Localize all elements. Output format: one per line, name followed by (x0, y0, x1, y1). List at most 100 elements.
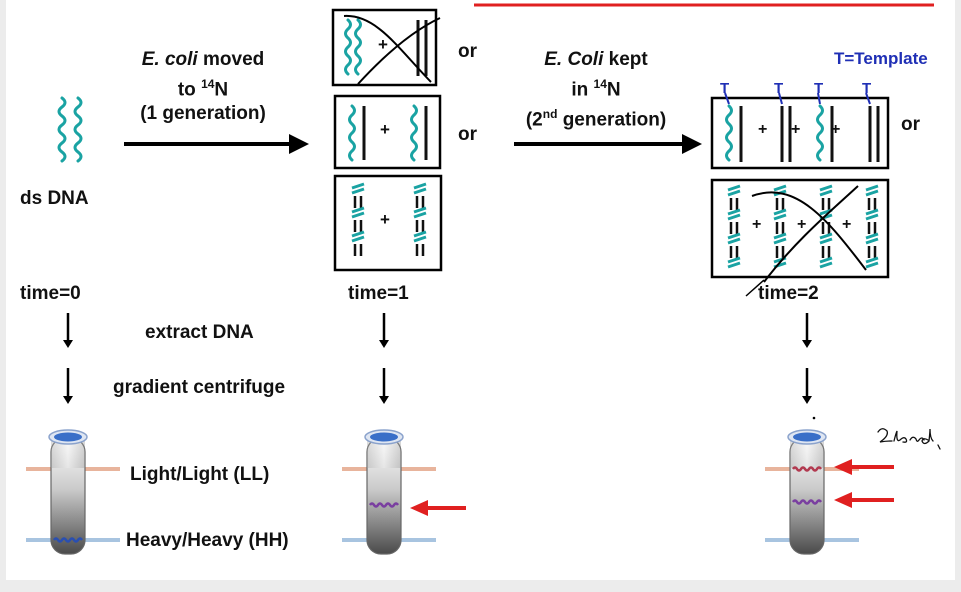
red-arrow-head (410, 500, 428, 516)
dna-band (52, 537, 84, 543)
band-light-label: Light/Light (LL) (128, 464, 272, 486)
template-strand (725, 104, 733, 162)
ds-dna-strand-2 (73, 96, 83, 163)
tubes (26, 429, 859, 555)
red-arrow (410, 500, 466, 516)
old-strand (410, 104, 418, 162)
strand-old-segment (727, 256, 741, 269)
step2-in: in (571, 79, 594, 101)
dna-band (791, 466, 823, 472)
step2-gen-sup: nd (542, 107, 558, 122)
tube-time-2 (765, 429, 859, 555)
dispersive-duplex (413, 182, 427, 256)
template-marker (817, 92, 821, 105)
plus-2a-3: + (831, 121, 841, 138)
down-arrow (802, 368, 812, 404)
dispersive-duplex (351, 182, 365, 256)
template-mark-4: T (862, 80, 872, 97)
down-arrow (379, 313, 389, 348)
cross-out-line (343, 14, 432, 83)
model-box-semiconservative (333, 94, 442, 170)
strand-old-segment (865, 184, 879, 197)
strand-old-segment (819, 232, 833, 245)
time-1-label: time=1 (348, 283, 409, 304)
strand-old-segment (413, 182, 427, 195)
dispersive-duplex (727, 184, 741, 269)
or-label-2: or (458, 124, 477, 145)
model-box-conservative-crossed (331, 8, 441, 87)
arrow-head (379, 340, 389, 348)
arrow-head (802, 396, 812, 404)
down-arrow (802, 313, 812, 348)
red-arrow-head (834, 492, 852, 508)
step2-element: N (606, 79, 621, 101)
tube-cap (793, 432, 821, 442)
step2-organism: E. Coli (544, 49, 604, 70)
template-mark-1: T (720, 80, 730, 97)
arrow-generation-2 (514, 134, 702, 154)
template-strand (816, 104, 824, 162)
ds-dna-icon (57, 96, 83, 163)
red-arrow-head (834, 459, 852, 475)
arrow-generation-1 (124, 134, 309, 154)
model-box-gen2-dispersive-crossed (710, 178, 890, 297)
arrow-head (63, 396, 73, 404)
ink-dot (812, 416, 816, 420)
tube-time-1 (342, 429, 436, 555)
tube-cap (370, 432, 398, 442)
step1-organism: E. coli (141, 49, 198, 70)
step2-gen-post: generation) (557, 109, 667, 131)
strand-old-segment (773, 232, 787, 245)
step1-label: E. coli moved to 14N (1 generation) (118, 48, 288, 126)
arrow-head (63, 340, 73, 348)
time-0-label: time=0 (20, 283, 81, 304)
template-marker (778, 92, 783, 105)
plus-1c: + (380, 210, 390, 229)
strand-old-segment (865, 232, 879, 245)
down-arrow (63, 313, 73, 348)
step1-verb: moved (197, 49, 265, 70)
strand-old-segment (865, 208, 879, 221)
template-mark-3: T (814, 80, 824, 97)
step2-gen-pre: (2 (525, 109, 543, 131)
strand-old-segment (819, 256, 833, 269)
model-box-gen2-semiconservative (710, 92, 890, 170)
old-strand (344, 18, 352, 76)
cross-out-line (751, 191, 867, 271)
tube-time-0 (26, 429, 120, 555)
step2-isotope-mass: 14 (593, 77, 607, 91)
step1-element: N (214, 79, 229, 101)
plus-1a: + (378, 35, 388, 54)
cross-out-line (357, 17, 441, 85)
gradient-centrifuge-label: gradient centrifuge (113, 377, 286, 398)
dispersive-duplex (819, 184, 833, 269)
dispersive-duplex (865, 184, 879, 269)
cross-out-line (745, 279, 765, 297)
template-mark-2: T (774, 80, 784, 97)
step2-verb: kept (603, 49, 648, 70)
strand-old-segment (727, 184, 741, 197)
step1-isotope-mass: 14 (201, 77, 215, 91)
slide: E. coli moved to 14N (1 generation) E. C… (6, 0, 955, 580)
band-heavy-label: Heavy/Heavy (HH) (124, 530, 291, 552)
handwritten-note-2-bands (877, 428, 941, 450)
strand-old-segment (351, 182, 365, 195)
plus-2a-1: + (758, 121, 768, 138)
down-arrows (63, 313, 816, 420)
plus-2b-1: + (752, 216, 762, 233)
strand-old-segment (727, 232, 741, 245)
step1-generation: (1 generation) (140, 103, 266, 125)
arrow-head (379, 396, 389, 404)
step1-to: to (177, 79, 202, 101)
down-arrow (379, 368, 389, 404)
dna-band (791, 499, 823, 505)
time-2-label: time=2 (758, 283, 819, 304)
dna-band (368, 502, 400, 508)
extract-dna-label: extract DNA (145, 322, 254, 343)
dispersive-duplex (773, 184, 787, 269)
strand-old-segment (413, 206, 427, 219)
tube-cap (54, 432, 82, 442)
red-arrow (834, 492, 894, 508)
red-arrow (834, 459, 894, 475)
